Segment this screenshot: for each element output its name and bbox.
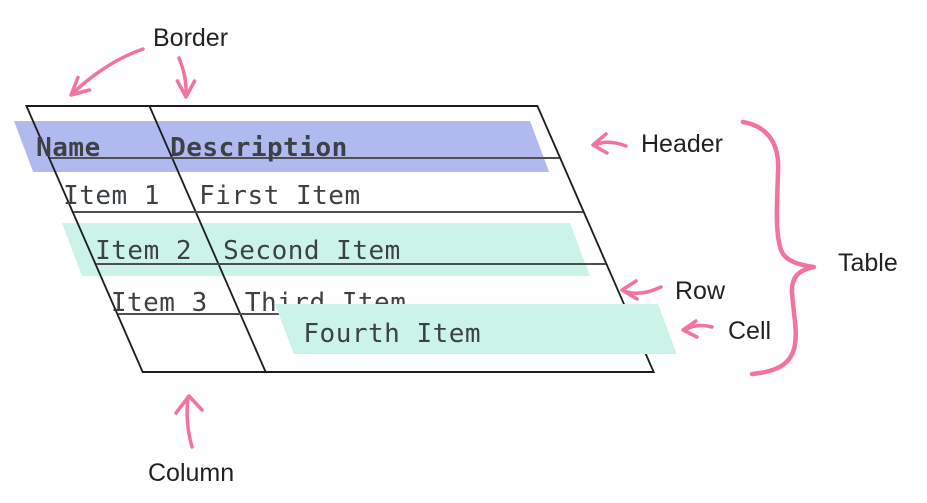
cell-first-item: First Item — [199, 181, 361, 211]
header-arrow-icon — [593, 140, 628, 148]
border-arrowhead2-icon — [175, 79, 197, 99]
header-cell-name: Name — [36, 133, 101, 163]
label-cell: Cell — [728, 317, 772, 345]
column-arrowhead-icon — [174, 394, 204, 415]
border-arrowhead-icon — [69, 75, 92, 97]
row-arrow-icon — [622, 285, 663, 295]
column-arrow-icon — [185, 396, 194, 449]
cell-fourth-item: Fourth Item — [303, 319, 482, 349]
label-row: Row — [675, 277, 726, 305]
cell-item-2: Item 2 — [95, 236, 193, 266]
cell-arrowhead-icon — [681, 319, 699, 339]
highlighted-cell: Fourth Item — [275, 304, 677, 354]
border-arrow-down-icon — [177, 56, 188, 98]
header-arrowhead-icon — [591, 132, 609, 155]
row-separator-line — [73, 211, 584, 213]
label-column: Column — [148, 459, 235, 487]
label-header: Header — [641, 130, 723, 158]
row-arrowhead-icon — [620, 279, 639, 301]
cell-item-1: Item 1 — [63, 181, 160, 211]
cell-second-item: Second Item — [223, 236, 401, 266]
border-arrow-curved-icon — [70, 47, 145, 96]
label-border: Border — [153, 24, 229, 52]
label-table: Table — [838, 249, 898, 277]
cell-arrow-icon — [683, 323, 714, 332]
header-cell-description: Description — [170, 133, 348, 163]
cell-item-3: Item 3 — [110, 288, 208, 318]
